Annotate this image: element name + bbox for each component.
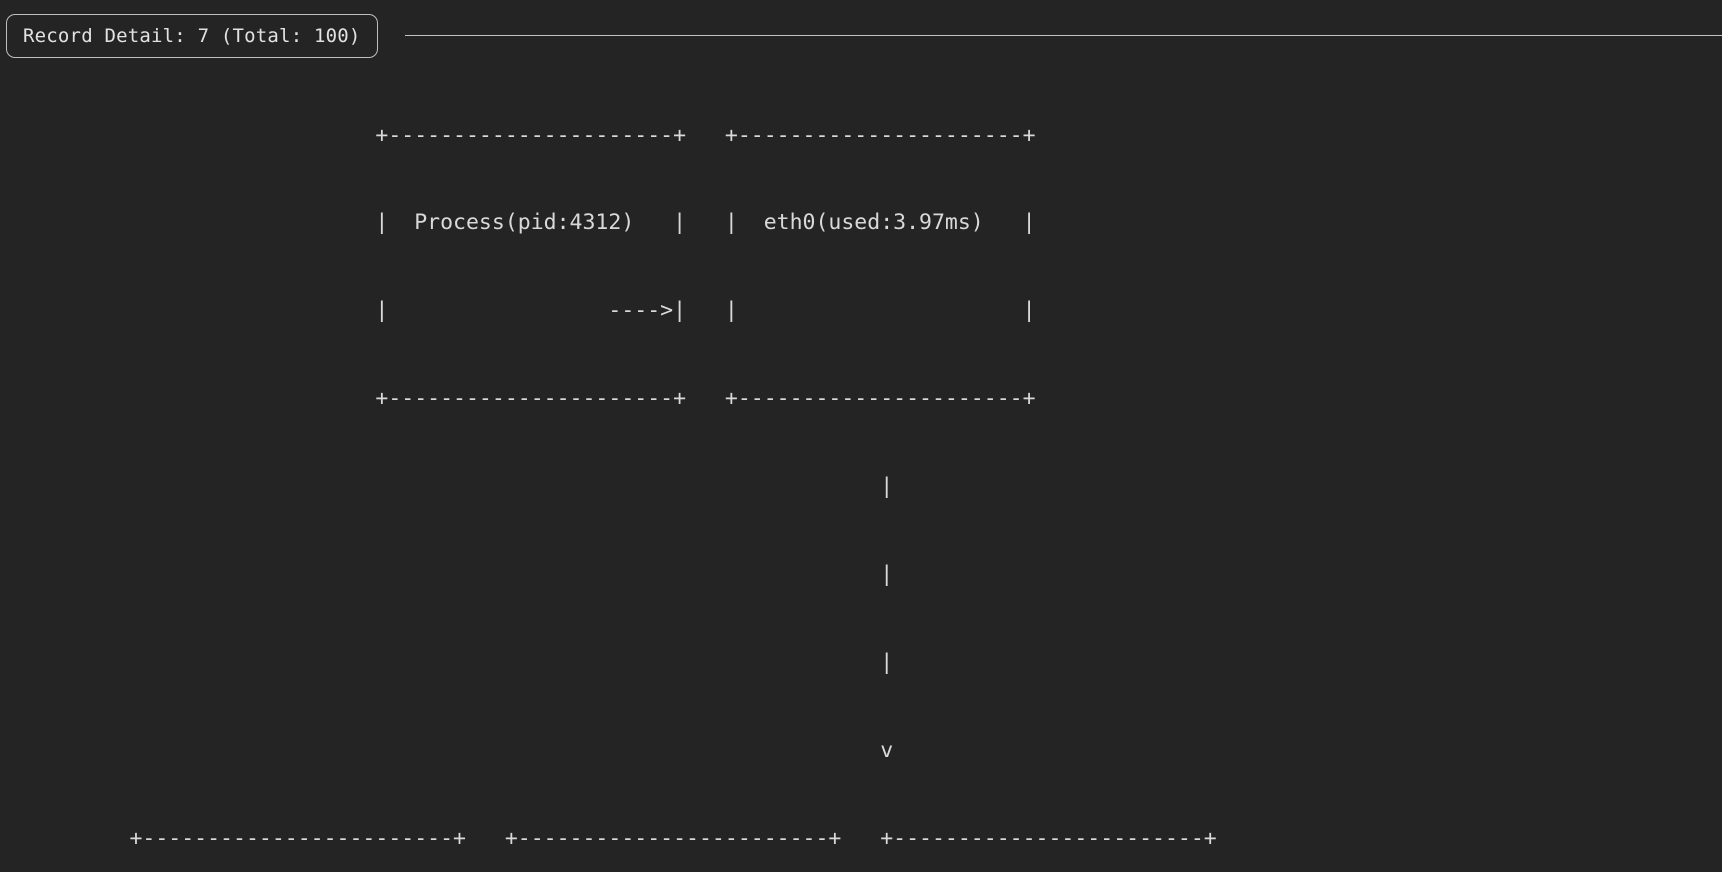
header: Record Detail: 7 (Total: 100) (0, 14, 1722, 60)
ascii-line: | (0, 649, 894, 675)
ascii-line: +----------------------+ +--------------… (0, 386, 1036, 412)
record-detail-badge[interactable]: Record Detail: 7 (Total: 100) (6, 14, 378, 58)
ascii-line: | (0, 474, 894, 500)
ascii-flow-diagram: +----------------------+ +--------------… (0, 62, 1722, 872)
header-divider (405, 35, 1722, 36)
terminal-window: Record Detail: 7 (Total: 100) +---------… (0, 14, 1722, 851)
ascii-line: +------------------------+ +------------… (0, 825, 1217, 851)
ascii-line: | ---->| | | (0, 298, 1036, 324)
ascii-line: v (0, 737, 894, 763)
ascii-line: | (0, 562, 894, 588)
ascii-line: | Process(pid:4312) | | eth0(used:3.97ms… (0, 210, 1036, 236)
ascii-line: +----------------------+ +--------------… (0, 122, 1036, 148)
